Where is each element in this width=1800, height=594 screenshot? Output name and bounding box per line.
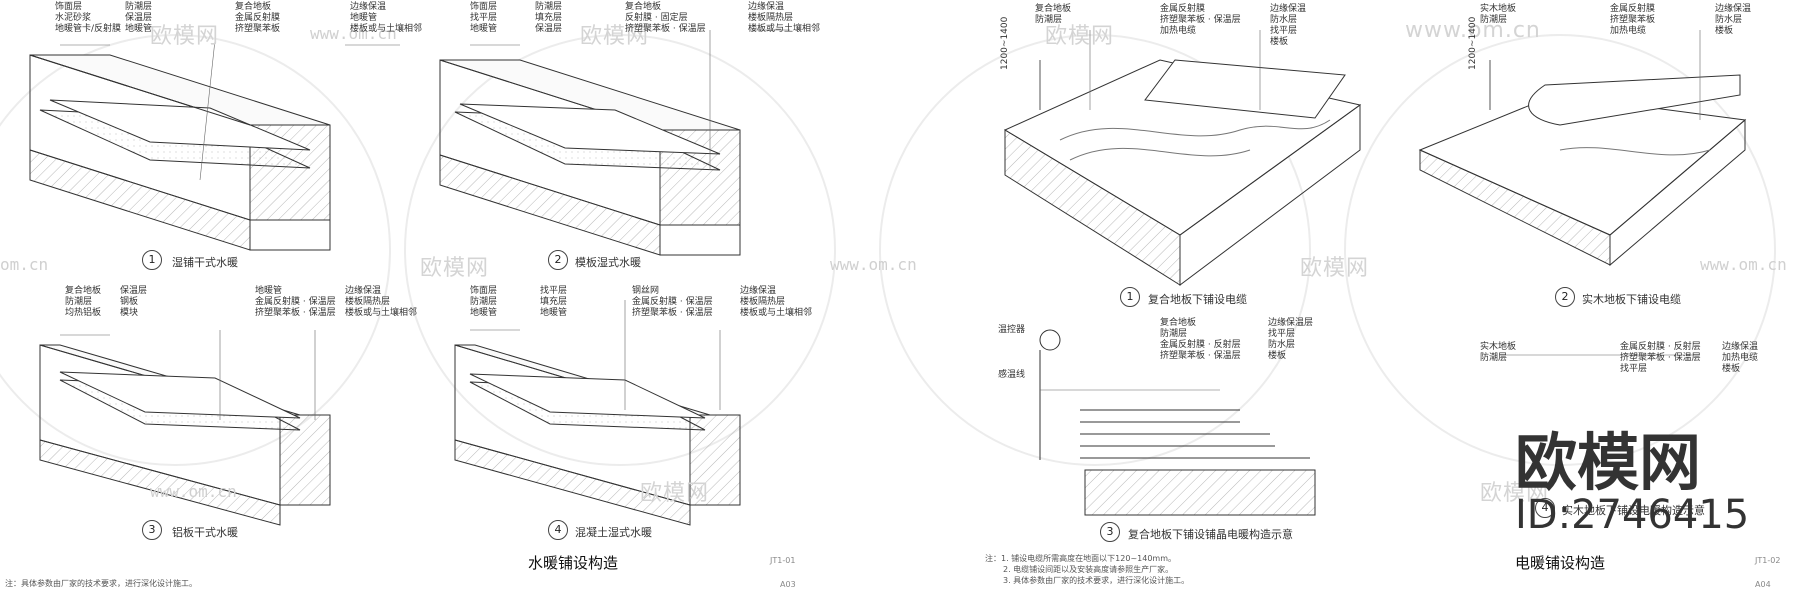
ed3-labels-mid: 复合地板 防潮层 金属反射膜 · 反射层 挤塑聚苯板 · 保温层 (1160, 318, 1241, 361)
water-sheet-page: A03 (780, 580, 796, 589)
electric-sheet-code: JT1-02 (1755, 556, 1781, 565)
water-sheet-code: JT1-01 (770, 556, 796, 565)
watermark-url: om.cn (0, 255, 49, 274)
ed2-caption: 实木地板下铺设电缆 (1582, 293, 1681, 306)
electric-detail-3-drawing (1039, 329, 1316, 516)
wd4-labels-mid: 找平层 填充层 地暖管 (540, 286, 568, 318)
watermark-brand: 欧模网 (150, 24, 220, 49)
watermark-url: www.om.cn (830, 255, 917, 274)
water-detail-4-drawing (454, 344, 741, 526)
ed3-labels-left: 温控器 感温线 (998, 325, 1026, 380)
wd3-labels-right2: 边缘保温 楼板隔热层 楼板或与土壤相邻 (345, 286, 418, 318)
ed4-labels-left: 实木地板 防潮层 (1480, 342, 1517, 363)
wd3-labels-left: 复合地板 防潮层 均热铝板 (65, 286, 102, 318)
water-detail-1-drawing (29, 54, 331, 251)
electric-section-title: 电暖铺设构造 (1515, 554, 1606, 572)
ed2-labels-left: 实木地板 防潮层 (1480, 4, 1517, 25)
ed3-labels-right: 边缘保温层 找平层 防水层 楼板 (1268, 318, 1314, 361)
watermark-brand: 欧模网 (640, 481, 710, 506)
wd2-labels-mid: 防潮层 填充层 保温层 (535, 2, 563, 34)
ed4-labels-mid: 金属反射膜 · 反射层 挤塑聚苯板 · 保温层 找平层 (1620, 342, 1701, 374)
wd1-labels-mid: 防潮层 保温层 地暖管 (125, 2, 153, 34)
watermark-brand: 欧模网 (1045, 24, 1115, 49)
wd2-labels-left: 饰面层 找平层 地暖管 (470, 2, 498, 34)
water-detail-3-drawing (39, 344, 331, 526)
electric-detail-2-drawing (1418, 60, 1747, 267)
watermark-brand: 欧模网 (420, 256, 490, 281)
water-section-note: 注：具体参数由厂家的技术要求，进行深化设计施工。 (5, 579, 197, 588)
water-detail-2-drawing (439, 59, 741, 256)
ed1-number: 1 (1120, 287, 1140, 307)
wd4-caption: 混凝土湿式水暖 (575, 526, 652, 539)
wd3-labels-mid: 保温层 钢板 模块 (120, 286, 148, 318)
ed1-labels-mid: 金属反射膜 挤塑聚苯板 · 保温层 加热电缆 (1160, 4, 1241, 36)
watermark-url: www.om.cn (150, 482, 237, 501)
wd1-labels-right2: 边缘保温 地暖管 楼板或与土壤相邻 (350, 2, 423, 34)
ed2-dimension: 1200~1400 (1468, 16, 1478, 70)
wd4-labels-right2: 边缘保温 楼板隔热层 楼板或与土壤相邻 (740, 286, 813, 318)
wd4-labels-right1: 钢丝网 金属反射膜 · 保温层 挤塑聚苯板 · 保温层 (632, 286, 713, 318)
ed2-number: 2 (1555, 287, 1575, 307)
ed1-dimension: 1200~1400 (1000, 16, 1010, 70)
ed2-labels-mid: 金属反射膜 挤塑聚苯板 加热电缆 (1610, 4, 1656, 36)
electric-section-notes: 注：1. 铺设电缆所需高度在地面以下120~140mm。 2. 电缆铺设间距以及… (985, 554, 1190, 585)
ed3-caption: 复合地板下铺设铺晶电暖构造示意 (1128, 528, 1293, 541)
wd4-number: 4 (548, 520, 568, 540)
watermark-circles (0, 34, 1776, 466)
watermark-url: www.om.cn (1700, 255, 1787, 274)
wd2-labels-right1: 复合地板 反射膜 · 固定层 挤塑聚苯板 · 保温层 (625, 2, 706, 34)
wd2-number: 2 (548, 250, 568, 270)
wd2-labels-right2: 边缘保温 楼板隔热层 楼板或与土壤相邻 (748, 2, 821, 34)
watermark-brand: 欧模网 (580, 24, 650, 49)
watermark-url: www.om.cn (310, 24, 397, 43)
wd4-labels-left: 饰面层 防潮层 地暖管 (470, 286, 498, 318)
leader-lines (60, 29, 1701, 420)
ed1-labels-right: 边缘保温 防水层 找平层 楼板 (1270, 4, 1307, 47)
electric-detail-1-drawing (1003, 59, 1362, 286)
wd3-labels-right1: 地暖管 金属反射膜 · 保温层 挤塑聚苯板 · 保温层 (255, 286, 336, 318)
ed4-labels-right: 边缘保温 加热电缆 楼板 (1722, 342, 1759, 374)
brand-id-text: ID:2746415 (1515, 492, 1750, 538)
ed4-caption: 实木地板下铺设电暖构造示意 (1562, 504, 1705, 517)
wd1-labels-right1: 复合地板 金属反射膜 挤塑聚苯板 (235, 2, 281, 34)
ed3-number: 3 (1100, 522, 1120, 542)
water-section-title: 水暖铺设构造 (528, 554, 619, 572)
wd1-number: 1 (142, 250, 162, 270)
wd3-number: 3 (142, 520, 162, 540)
wd3-caption: 铝板干式水暖 (172, 526, 238, 539)
wd1-caption: 湿铺干式水暖 (172, 256, 238, 269)
electric-sheet-page: A04 (1755, 580, 1771, 589)
ed2-labels-right: 边缘保温 防水层 楼板 (1715, 4, 1752, 36)
ed1-labels-left: 复合地板 防潮层 (1035, 4, 1072, 25)
wd2-caption: 模板湿式水暖 (575, 256, 641, 269)
brand-logo-text: 欧模网 (1515, 426, 1702, 499)
watermark-brand: 欧模网 (1300, 256, 1370, 281)
watermark-url: www.om.cn (1405, 18, 1541, 43)
wd1-labels-left: 饰面层 水泥砂浆 地暖管卡/反射膜 (55, 2, 122, 34)
ed1-caption: 复合地板下铺设电缆 (1148, 293, 1247, 306)
ed4-number: 4 (1535, 498, 1555, 518)
